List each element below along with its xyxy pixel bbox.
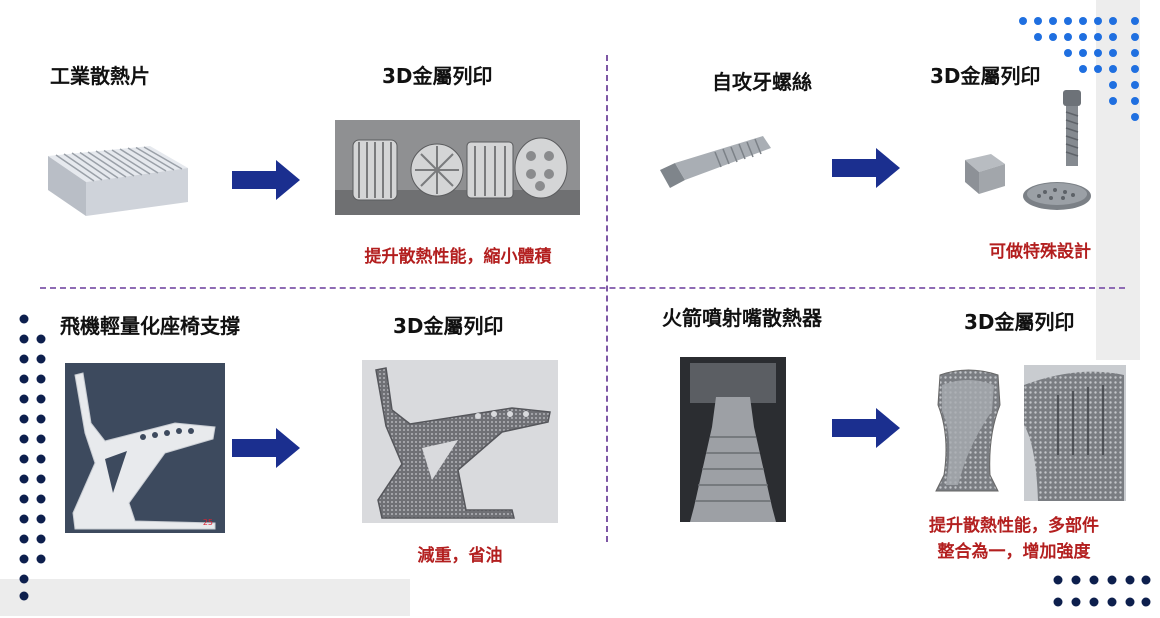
dot-pattern-bottom-right	[1052, 574, 1152, 614]
nozzle-3d-photo	[928, 365, 1126, 501]
seat-caption: 減重，省油	[417, 546, 503, 566]
decor-grey-panel-bottom	[0, 579, 410, 616]
heatsink-3d-photo	[335, 120, 580, 215]
heatsink-caption: 提升散熱性能，縮小體積	[364, 247, 552, 267]
seat-photo-label: 25	[203, 518, 213, 527]
nozzle-photo	[680, 357, 786, 522]
seat-photo: 25	[65, 363, 225, 533]
arrow-right-icon	[832, 408, 902, 448]
nozzle-caption-line1: 提升散熱性能，多部件	[929, 516, 1099, 536]
dot-pattern-top-right	[1013, 14, 1143, 124]
screw-3d-title: 3D金屬列印	[930, 64, 1041, 88]
decor-grey-panel-right	[1096, 0, 1140, 360]
arrow-right-icon	[232, 160, 302, 200]
nozzle-caption-line2: 整合為一，增加強度	[937, 542, 1091, 562]
seat-3d-title: 3D金屬列印	[393, 314, 504, 338]
arrow-right-icon	[232, 428, 302, 468]
dot-pattern-left	[16, 312, 56, 602]
seat-3d-photo	[362, 360, 558, 523]
screw-title: 自攻牙螺絲	[712, 70, 812, 94]
heatsink-title: 工業散熱片	[50, 64, 150, 88]
nozzle-title: 火箭噴射嘴散熱器	[662, 306, 822, 330]
arrow-right-icon	[832, 148, 902, 188]
vertical-divider	[606, 55, 608, 542]
dots-navy-left-svg	[19, 314, 46, 601]
horizontal-divider	[40, 287, 1125, 289]
seat-title: 飛機輕量化座椅支撐	[60, 314, 240, 338]
heatsink-3d-title: 3D金屬列印	[382, 64, 493, 88]
screw-caption: 可做特殊設計	[989, 242, 1091, 262]
screw-photo	[655, 130, 773, 195]
dots-blue-svg	[1019, 17, 1139, 121]
screw-3d-photo	[945, 88, 1095, 218]
heatsink-photo	[40, 138, 190, 218]
dots-navy-br-svg	[1053, 575, 1151, 607]
nozzle-3d-title: 3D金屬列印	[964, 310, 1075, 334]
